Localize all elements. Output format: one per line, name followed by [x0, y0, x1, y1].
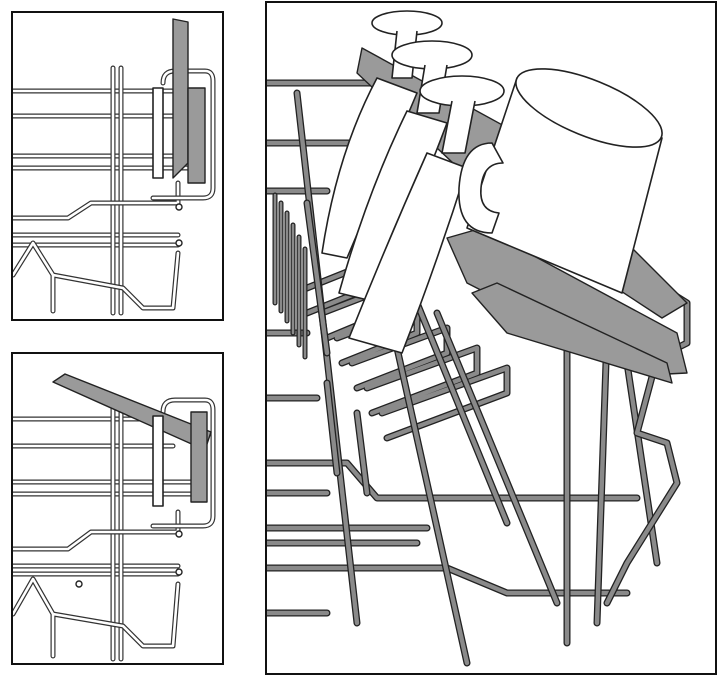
coffee-cup [458, 68, 663, 294]
rack-wire-frame [13, 65, 216, 316]
comb-fingers-left [272, 192, 308, 360]
wine-glass [348, 75, 505, 354]
rack-wire-frame [13, 396, 216, 662]
small-knob-icon [175, 203, 183, 247]
detail-panel-upright [11, 11, 224, 321]
rack-loaded-drawing [267, 10, 691, 667]
folding-support-upright[interactable] [152, 18, 206, 184]
folding-support-folded[interactable] [52, 373, 212, 507]
detail-panel-folded [11, 352, 224, 665]
rack-detail-upright-drawing [13, 18, 216, 316]
small-knob-icon [75, 530, 183, 588]
rack-detail-folded-drawing [13, 373, 216, 662]
detail-panel-loaded [265, 1, 717, 675]
